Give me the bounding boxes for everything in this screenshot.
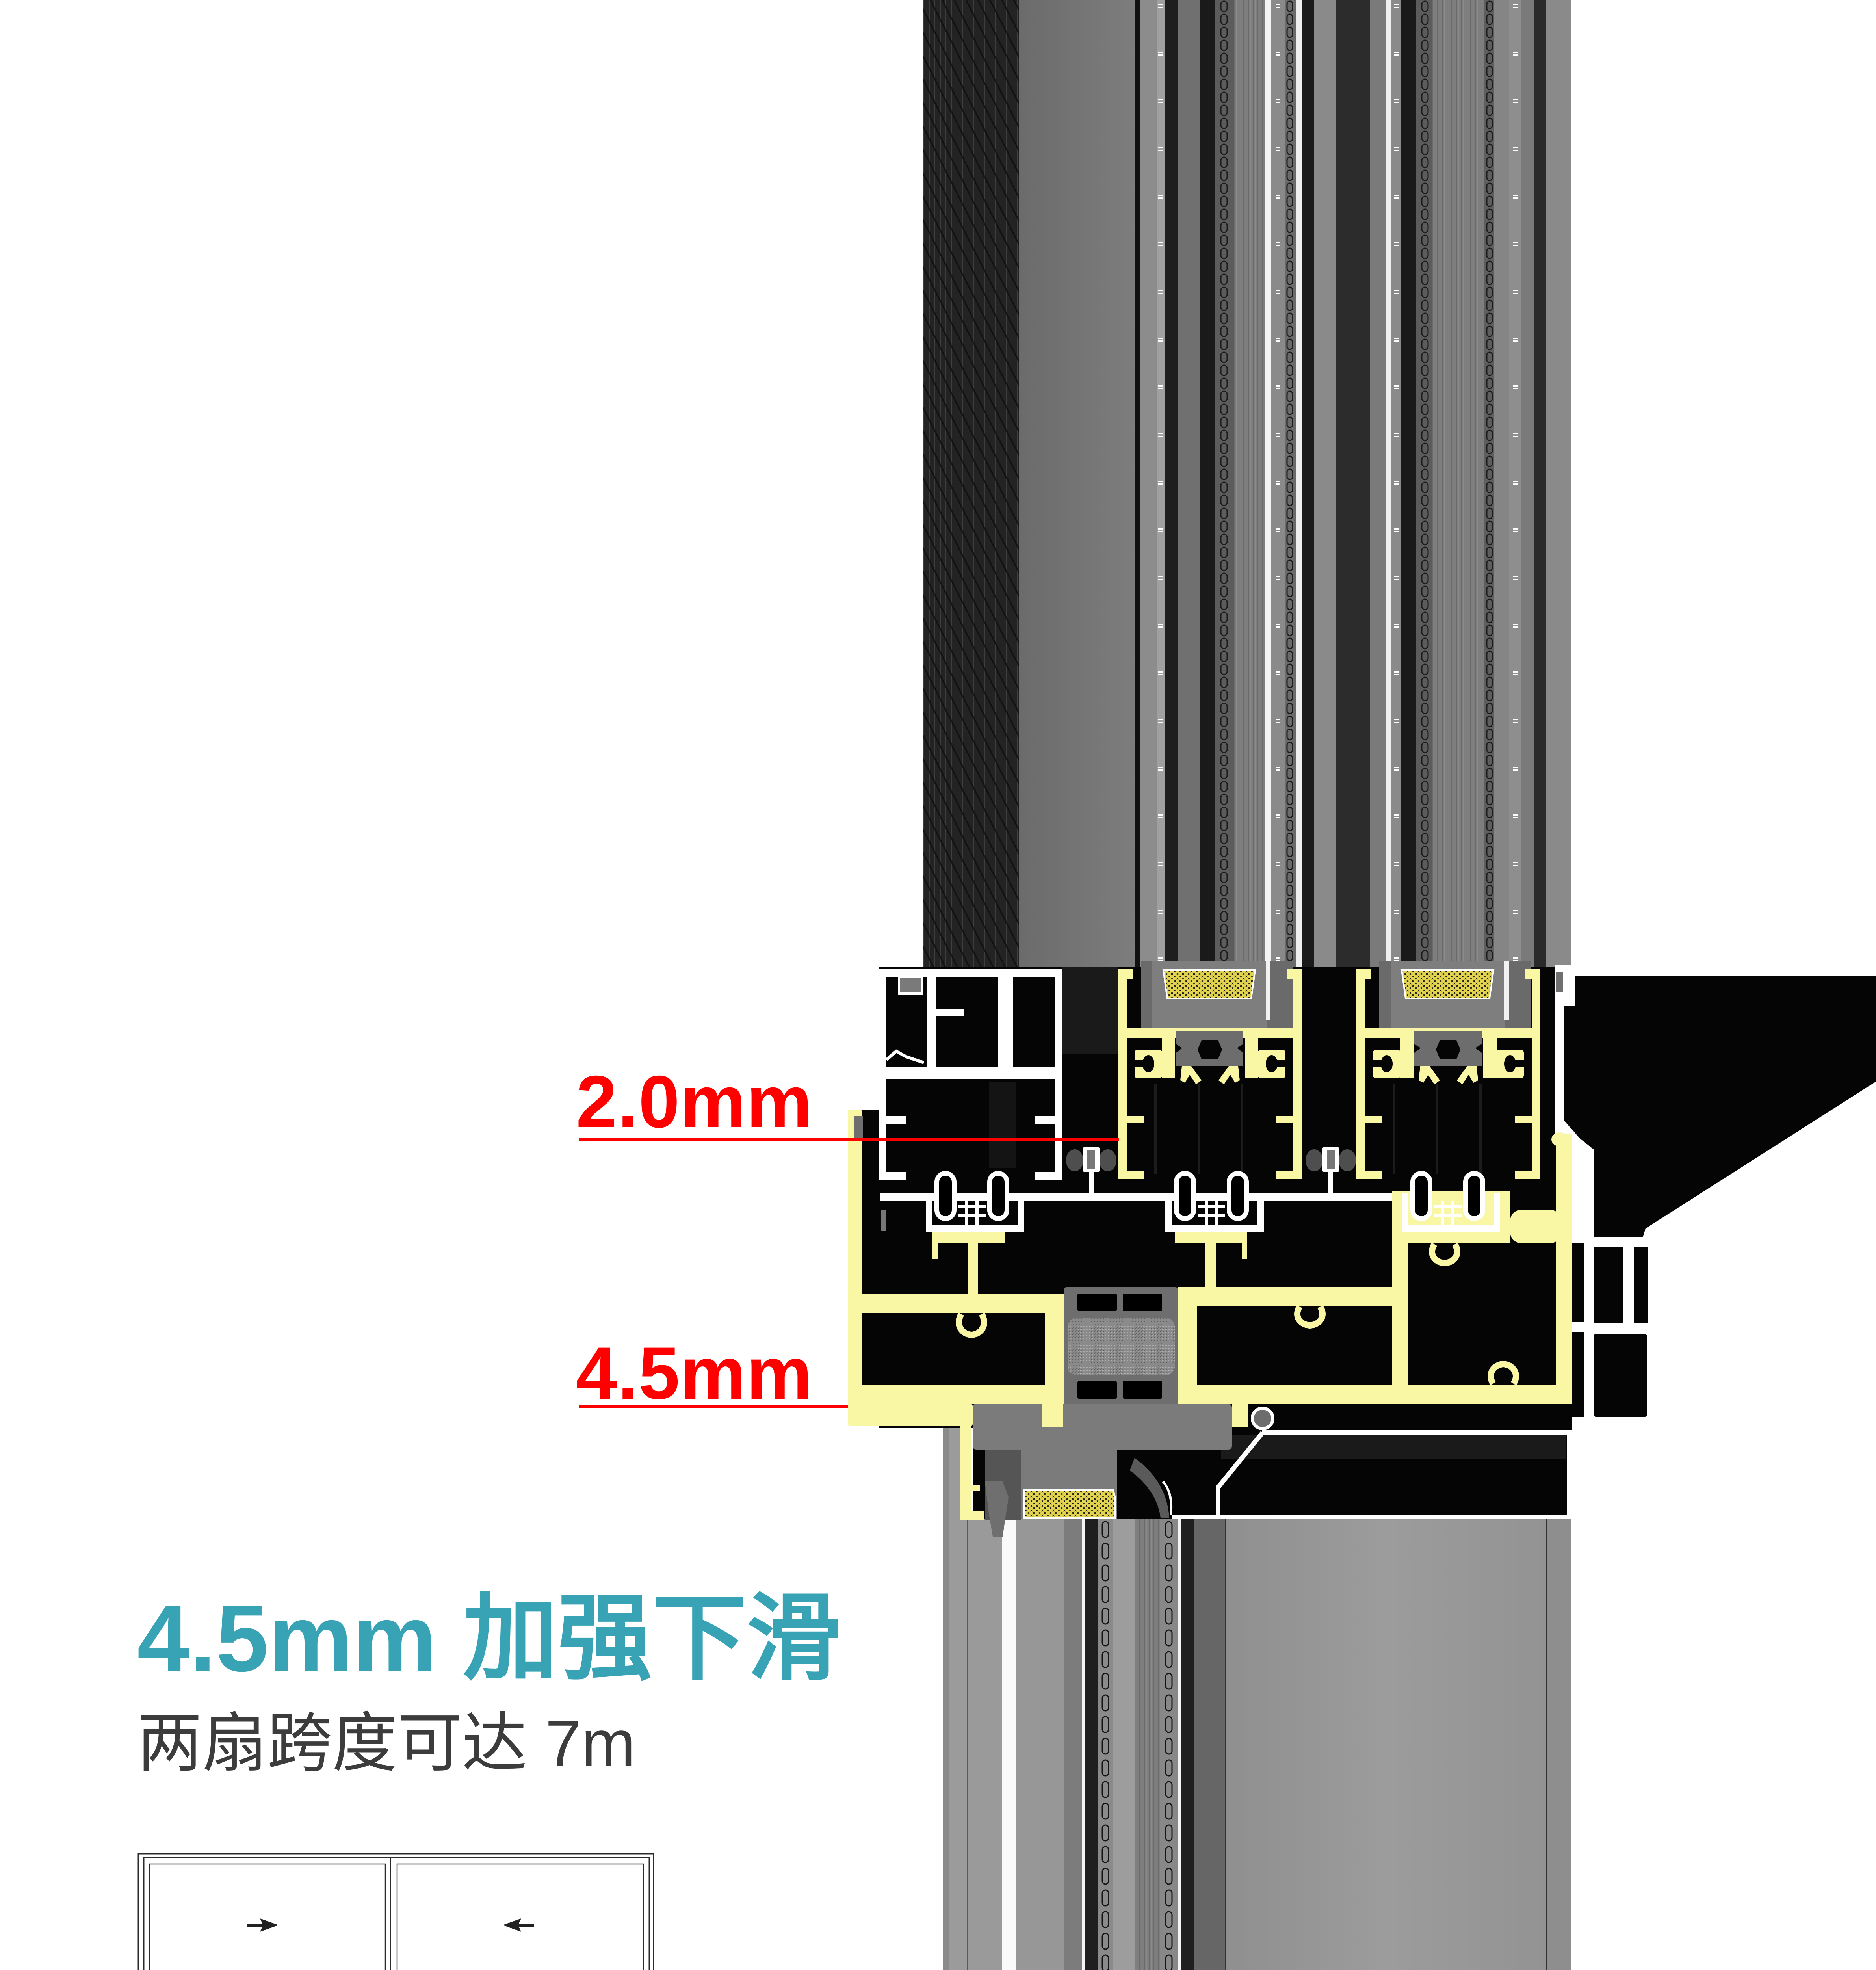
thermal-break-insulator: [1064, 1287, 1178, 1407]
left-sliding-panel: [149, 1863, 386, 1970]
upper-glazing-elevation: [923, 0, 1571, 973]
lower-glazing-bead-section: [960, 1404, 1572, 1537]
sill-cross-section: [848, 961, 1876, 1537]
reinforced-sill-frame-profile: [848, 1110, 1572, 1427]
sliding-sash-profile-inner: [1118, 961, 1302, 1179]
page-title: 4.5mm 加强下滑: [137, 1585, 841, 1691]
track-rail-and-rollers: [880, 1147, 1392, 1232]
window-elevation-diagram: [137, 1853, 654, 1970]
arrow-right-icon: [247, 1918, 279, 1932]
right-sliding-panel: [396, 1863, 644, 1970]
sash-wall-leader-line: [579, 1138, 1119, 1141]
sliding-sash-frame: [143, 1857, 650, 1970]
arrow-left-icon: [503, 1918, 534, 1932]
sash-wall-thickness-label: 2.0mm: [576, 1060, 813, 1143]
outer-frame: [137, 1853, 654, 1970]
fixed-frame-profile: [879, 969, 1062, 1180]
sill-wall-thickness-label: 4.5mm: [576, 1332, 813, 1414]
page-subtitle: 两扇跨度可达 7m: [137, 1707, 636, 1779]
lower-glazing-elevation: [943, 1426, 1571, 1970]
exterior-frame-profile: [1555, 965, 1876, 1427]
sill-wall-leader-line: [579, 1405, 848, 1408]
